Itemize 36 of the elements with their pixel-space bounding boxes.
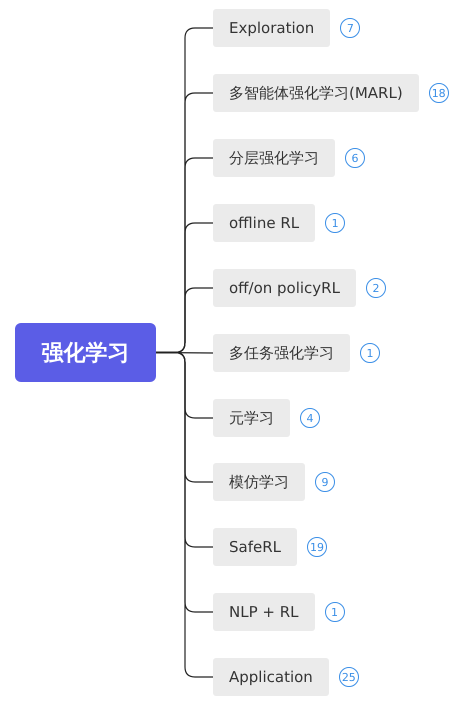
topic-label: 模仿学习 [229, 472, 289, 492]
count-badge: 4 [300, 408, 320, 428]
topic-label: Exploration [229, 19, 314, 37]
topic-label: NLP + RL [229, 603, 299, 621]
topic-box [213, 399, 290, 437]
count-badge: 9 [315, 472, 335, 492]
topic-box [213, 139, 335, 177]
topic-label: SafeRL [229, 538, 282, 556]
topic-label: offline RL [229, 214, 300, 232]
count-badge: 1 [360, 343, 380, 363]
count-badge: 1 [325, 213, 346, 233]
count-badge: 7 [340, 18, 360, 38]
count-badge: 1 [324, 602, 345, 622]
topic-label: 多智能体强化学习(MARL) [229, 84, 403, 102]
count-badge: 6 [345, 148, 365, 168]
topic-box [213, 658, 329, 696]
topic-label: 分层强化学习 [229, 148, 319, 168]
topic-box [213, 463, 305, 501]
count-badge: 18 [428, 83, 449, 103]
topic-label: 多任务强化学习 [229, 344, 334, 362]
topic-box [213, 593, 315, 631]
topic-label: 强化学习 [42, 340, 130, 368]
topic-label: Application [229, 668, 313, 686]
topic-box [213, 9, 330, 47]
topic-box [213, 334, 350, 372]
topic-box [213, 204, 316, 242]
root-topic-box [15, 323, 156, 382]
connector-line [156, 352, 213, 678]
topic-label: 元学习 [229, 408, 274, 428]
topic-box [213, 269, 356, 307]
topic-box [213, 528, 298, 566]
count-badge: 25 [338, 667, 359, 687]
count-badge: 2 [366, 278, 386, 298]
count-badge: 19 [307, 537, 328, 557]
topic-label: off/on policyRL [229, 279, 340, 297]
topic-box [213, 74, 419, 112]
